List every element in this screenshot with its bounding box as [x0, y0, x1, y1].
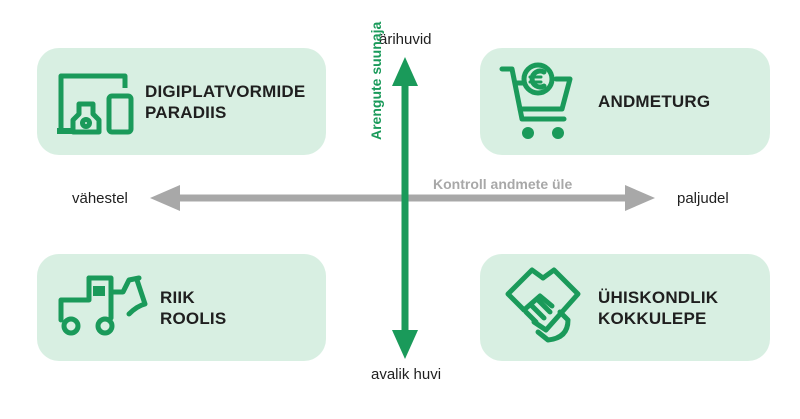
- vertical-axis-arrow: [392, 57, 418, 359]
- vertical-axis-title: Arengute suunaja: [368, 21, 384, 140]
- devices-icon: [57, 73, 134, 135]
- axis-top-label: ärihuvid: [379, 31, 432, 48]
- quadrant-card-digiplatvormide-paradiis: DIGIPLATVORMIDE PARADIIS: [37, 48, 326, 155]
- quadrant-label: ANDMETURG: [598, 92, 711, 111]
- horizontal-axis-title: Kontroll andmete üle: [433, 176, 573, 192]
- shopping-cart-euro-icon: [499, 62, 573, 139]
- axis-bottom-label: avalik huvi: [371, 366, 442, 383]
- quadrant-label: RIIK ROOLIS: [160, 288, 227, 328]
- tractor-icon: [58, 275, 148, 336]
- handshake-icon: [505, 267, 581, 343]
- quadrant-card-andmeturg: ANDMETURG: [480, 48, 770, 155]
- axis-left-label: vähestel: [72, 190, 128, 207]
- quadrant-card-uhiskondlik-kokkulepe: ÜHISKONDLIK KOKKULEPE: [480, 254, 770, 361]
- axis-right-label: paljudel: [677, 190, 729, 207]
- quadrant-card-riik-roolis: RIIK ROOLIS: [37, 254, 326, 361]
- quadrant-label: ÜHISKONDLIK KOKKULEPE: [598, 288, 719, 328]
- quadrant-label: DIGIPLATVORMIDE PARADIIS: [145, 82, 306, 122]
